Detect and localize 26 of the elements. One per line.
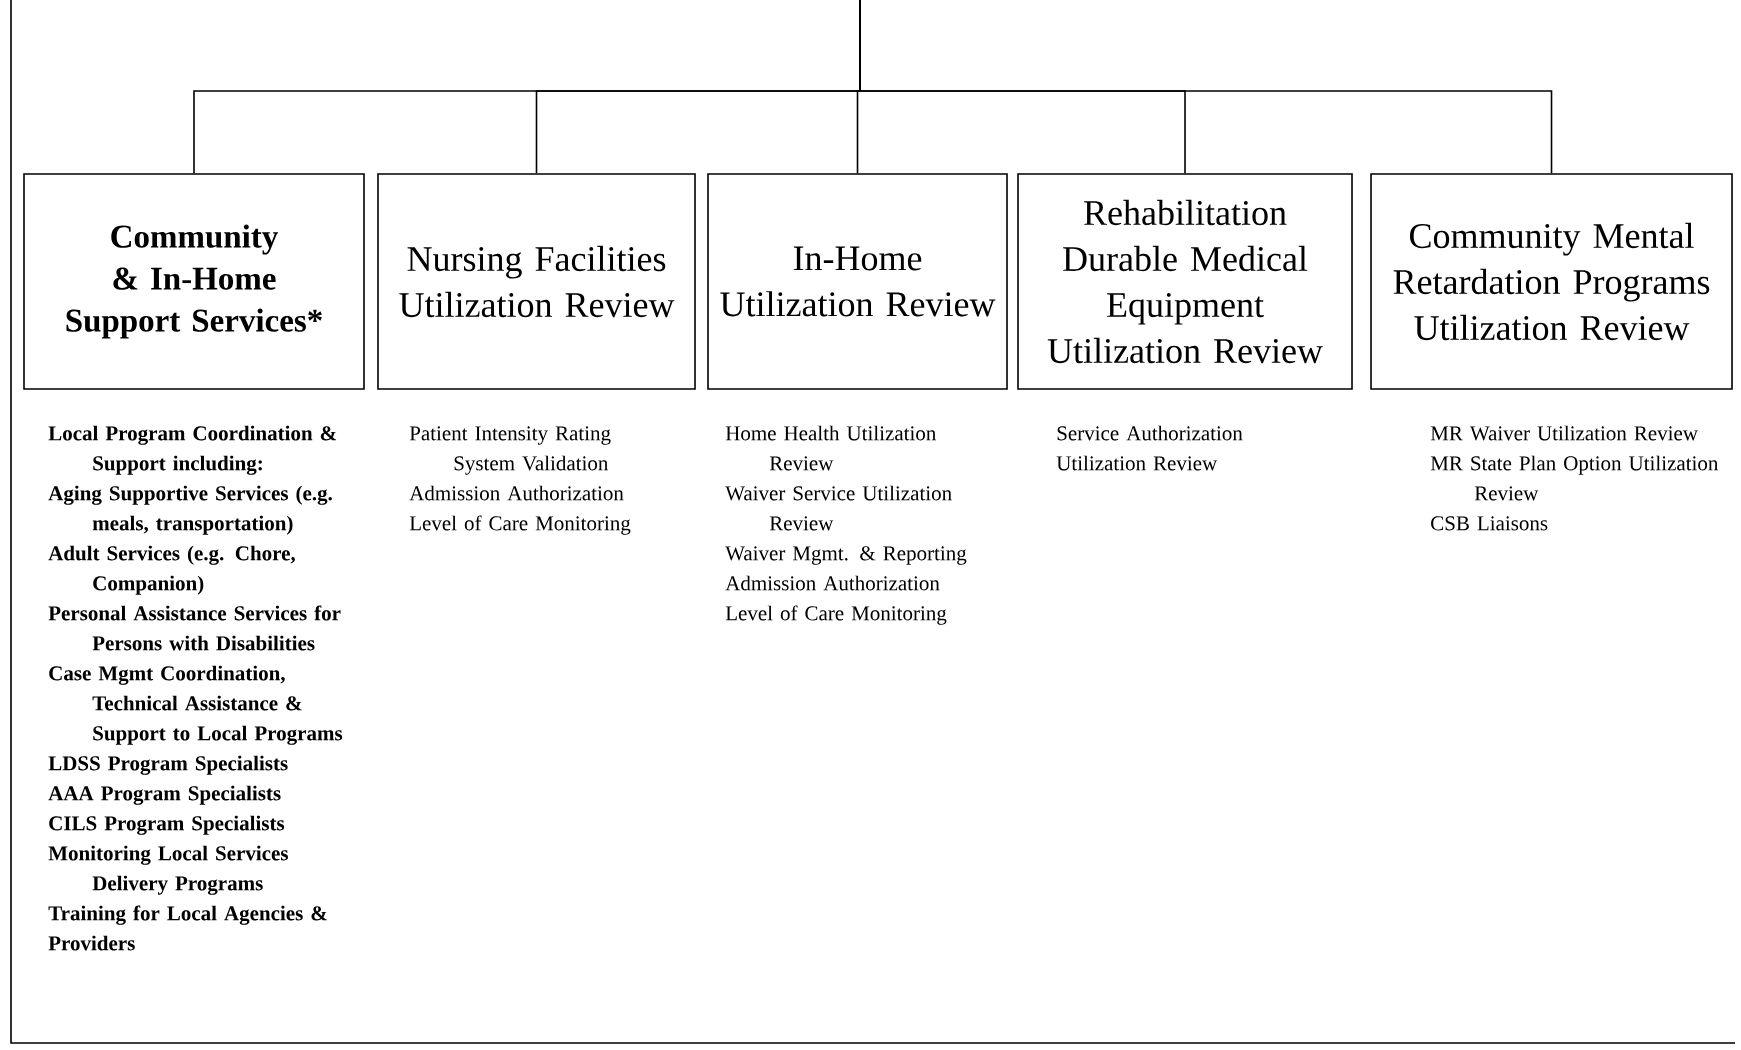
title-box: Community & In-Home Support Services* [23, 173, 365, 390]
node-label: Admission Authorization [725, 575, 940, 591]
node-label: Waiver Mgmt. & Reporting [725, 546, 967, 565]
node-label: Training for Local Agencies & Providers [48, 905, 327, 951]
title-box: Rehabilitation Durable Medical Equipment Utilization Review [1017, 173, 1353, 390]
node-label: Waiver Service Utilization Review [725, 485, 952, 531]
node-label: Aging Supportive Services (e.g. meals, transportation) [48, 485, 332, 535]
node-label: Adult Services (e.g. Chore, Companion) [48, 545, 295, 595]
node-label: CILS Program Specialists [49, 815, 285, 835]
title-box: Community Mental Retardation Programs Utilization Review [1370, 173, 1733, 390]
title-box: Nursing Facilities Utilization Review [377, 173, 696, 390]
connector-line [859, 0, 1553, 174]
item-list: MR Waiver Utilization Review MR State Plan Option Utilization Review CSB Liaisons [1430, 425, 1719, 531]
node-label: Case Mgmt Coordination, Technical Assistance & Support to Local Programs [49, 665, 343, 745]
node-label: AAA Program Specialists [48, 785, 281, 805]
node-label: Home Health Utilization Review [725, 425, 937, 471]
item-list: Local Program Coordination & Support including: Aging Supportive Services (e.g. meals, transportation) Adult Services (e.g. Chore, Companion) Personal Assistance Services for Persons with Disabilities Case Mgmt Coordination, Technical Assistance & Support to Local Programs LDSS Program Specialists AAA Program Specialists CILS Program Specialists Monitoring Local Services Delivery Programs Training for Local Agencies & Providers [48, 425, 343, 951]
item-list: Patient Intensity Rating System Validation Admission Authorization Level of Care Monitoring [409, 426, 631, 535]
node-label: Local Program Coordination & Support including: [48, 425, 337, 475]
node-label: LDSS Program Specialists [48, 755, 288, 775]
node-label: Personal Assistance Services for Persons with Disabilities [48, 605, 341, 651]
node-label: Level of Care Monitoring [725, 605, 947, 625]
item-list: Service Authorization Utilization Review [1056, 425, 1243, 471]
node-label: Monitoring Local Services Delivery Programs [48, 845, 288, 895]
title-box: In-Home Utilization Review [707, 173, 1008, 390]
item-list: Home Health Utilization Review Waiver Service Utilization Review Waiver Mgmt. & Reporting Admission Authorization Level of Care Monitoring [725, 425, 967, 625]
